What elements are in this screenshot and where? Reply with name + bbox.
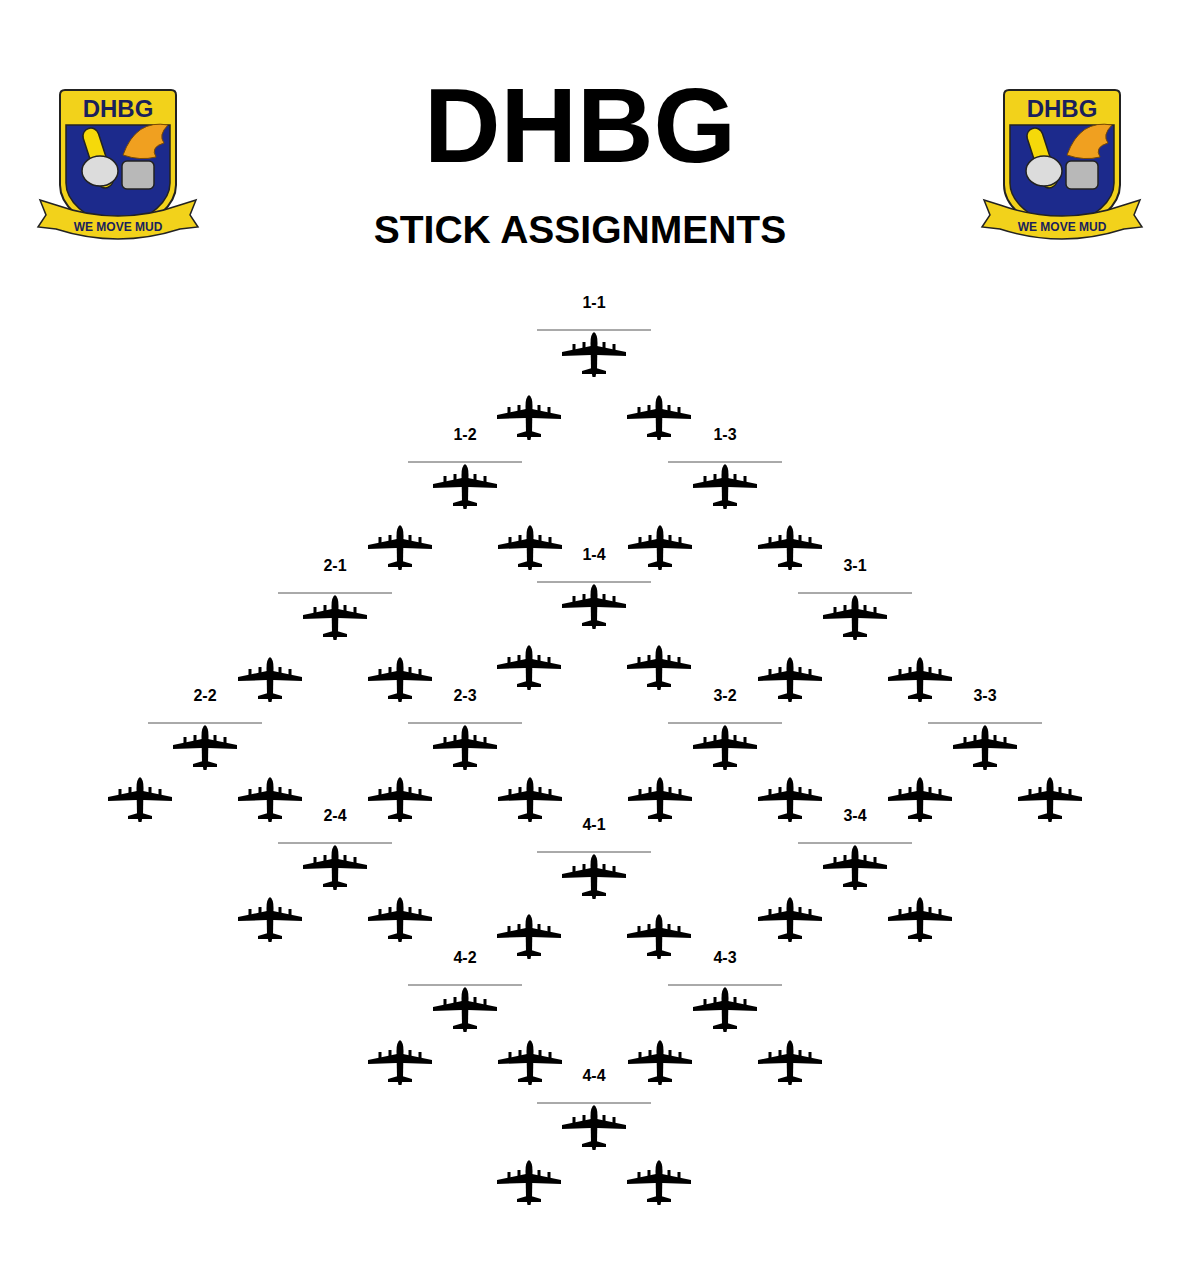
name-blank-line — [537, 852, 651, 853]
bomber-silhouette — [433, 987, 497, 1032]
bomber-silhouette — [238, 657, 302, 702]
bomber-silhouette — [368, 657, 432, 702]
bomber-silhouette — [497, 1160, 561, 1205]
bomber-silhouette — [562, 854, 626, 899]
name-blank-line — [408, 985, 522, 986]
bomber-silhouette — [497, 914, 561, 959]
name-blank-line — [537, 1103, 651, 1104]
bomber-silhouette — [498, 525, 562, 570]
position-label: 1-1 — [582, 295, 605, 311]
name-blank-line — [537, 330, 651, 331]
bomber-silhouette — [108, 777, 172, 822]
position-label: 1-2 — [453, 427, 476, 443]
bomber-silhouette — [433, 464, 497, 509]
bomber-silhouette — [368, 1040, 432, 1085]
bomber-silhouette — [627, 914, 691, 959]
bomber-silhouette — [497, 395, 561, 440]
bomber-silhouette — [758, 777, 822, 822]
squadron-logo — [982, 90, 1142, 239]
bomber-silhouette — [888, 657, 952, 702]
position-label: 2-1 — [323, 558, 346, 574]
name-blank-line — [668, 985, 782, 986]
bomber-silhouette — [823, 595, 887, 640]
bomber-silhouette — [628, 525, 692, 570]
name-blank-line — [278, 843, 392, 844]
bomber-silhouette — [1018, 777, 1082, 822]
bomber-silhouette — [498, 1040, 562, 1085]
position-label: 2-2 — [193, 688, 216, 704]
bomber-silhouette — [627, 395, 691, 440]
position-label: 3-3 — [973, 688, 996, 704]
name-blank-line — [278, 593, 392, 594]
bomber-silhouette — [693, 725, 757, 770]
bomber-silhouette — [238, 897, 302, 942]
bomber-silhouette — [693, 987, 757, 1032]
bomber-silhouette — [562, 1105, 626, 1150]
bomber-silhouette — [758, 657, 822, 702]
bomber-silhouette — [628, 777, 692, 822]
bomber-silhouette — [627, 1160, 691, 1205]
position-label: 3-2 — [713, 688, 736, 704]
bomber-silhouette — [497, 645, 561, 690]
bomber-silhouette — [433, 725, 497, 770]
position-label: 3-1 — [843, 558, 866, 574]
position-label: 2-3 — [453, 688, 476, 704]
bomber-silhouette — [368, 897, 432, 942]
name-blank-line — [408, 462, 522, 463]
bomber-silhouette — [823, 845, 887, 890]
position-label: 4-3 — [713, 950, 736, 966]
name-blank-line — [537, 582, 651, 583]
bomber-silhouette — [758, 1040, 822, 1085]
page-title: DHBG — [424, 72, 736, 178]
name-blank-line — [408, 723, 522, 724]
logo-title: DHBG — [1027, 97, 1098, 121]
subtitle: STICK ASSIGNMENTS — [374, 210, 786, 249]
position-label: 4-1 — [582, 817, 605, 833]
squadron-logo — [38, 90, 198, 239]
name-blank-line — [148, 723, 262, 724]
logo-motto: WE MOVE MUD — [74, 221, 163, 233]
bomber-silhouette — [238, 777, 302, 822]
name-blank-line — [798, 843, 912, 844]
bomber-silhouette — [888, 897, 952, 942]
bomber-silhouette — [628, 1040, 692, 1085]
position-label: 3-4 — [843, 808, 866, 824]
bomber-silhouette — [888, 777, 952, 822]
bomber-silhouette — [303, 595, 367, 640]
bomber-silhouette — [498, 777, 562, 822]
position-label: 4-4 — [582, 1068, 605, 1084]
name-blank-line — [798, 593, 912, 594]
bomber-silhouette — [303, 845, 367, 890]
position-label: 4-2 — [453, 950, 476, 966]
name-blank-line — [668, 462, 782, 463]
bomber-silhouette — [953, 725, 1017, 770]
bomber-silhouette — [368, 777, 432, 822]
bomber-silhouette — [693, 464, 757, 509]
position-label: 2-4 — [323, 808, 346, 824]
position-label: 1-4 — [582, 547, 605, 563]
logo-title: DHBG — [83, 97, 154, 121]
bomber-silhouette — [173, 725, 237, 770]
name-blank-line — [928, 723, 1042, 724]
bomber-silhouette — [758, 897, 822, 942]
bomber-silhouette — [627, 645, 691, 690]
logo-motto: WE MOVE MUD — [1018, 221, 1107, 233]
position-label: 1-3 — [713, 427, 736, 443]
bomber-silhouette — [562, 584, 626, 629]
bomber-silhouette — [758, 525, 822, 570]
bomber-silhouette — [368, 525, 432, 570]
name-blank-line — [668, 723, 782, 724]
bomber-silhouette — [562, 332, 626, 377]
